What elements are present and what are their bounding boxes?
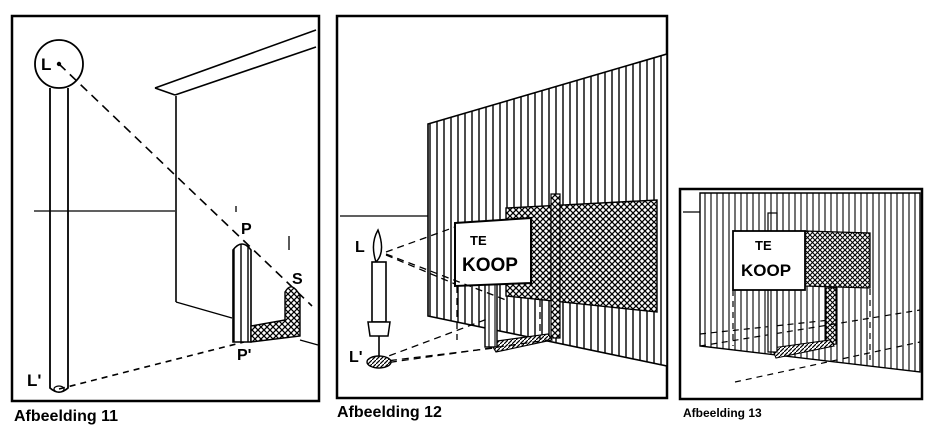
light-ray-line bbox=[58, 63, 313, 307]
label-l: L bbox=[41, 55, 51, 74]
post-shadow bbox=[250, 286, 301, 343]
for-sale-sign: TE KOOP bbox=[732, 212, 806, 353]
figure-13: TE KOOP bbox=[678, 187, 924, 401]
candle bbox=[366, 228, 392, 369]
sign-text-line1: TE bbox=[470, 233, 487, 248]
sign-shadow bbox=[804, 230, 871, 289]
sign-text-line2: KOOP bbox=[741, 261, 791, 280]
label-p: P bbox=[241, 221, 252, 238]
sign-text-line2: KOOP bbox=[462, 255, 518, 276]
label-s: S bbox=[292, 271, 303, 288]
light-rays bbox=[699, 289, 921, 383]
label-p-prime: P' bbox=[237, 347, 251, 364]
small-post bbox=[232, 243, 252, 343]
house bbox=[154, 29, 319, 346]
sign-text-line1: TE bbox=[755, 238, 772, 253]
label-candle-base: L' bbox=[349, 349, 363, 366]
ground-shadow bbox=[771, 339, 835, 359]
light-rays bbox=[377, 226, 549, 365]
label-l-prime: L' bbox=[27, 371, 41, 390]
figure-12: TE KOOP L L' bbox=[335, 14, 669, 400]
ground-ray-line bbox=[58, 341, 245, 390]
figure-11: L L' P P' S bbox=[10, 14, 321, 403]
caption-figure-13: Afbeelding 13 bbox=[683, 406, 762, 420]
label-flame-l: L bbox=[355, 239, 365, 256]
caption-figure-12: Afbeelding 12 bbox=[337, 404, 442, 421]
caption-figure-11: Afbeelding 11 bbox=[14, 408, 118, 425]
ground-shadow bbox=[489, 333, 553, 353]
